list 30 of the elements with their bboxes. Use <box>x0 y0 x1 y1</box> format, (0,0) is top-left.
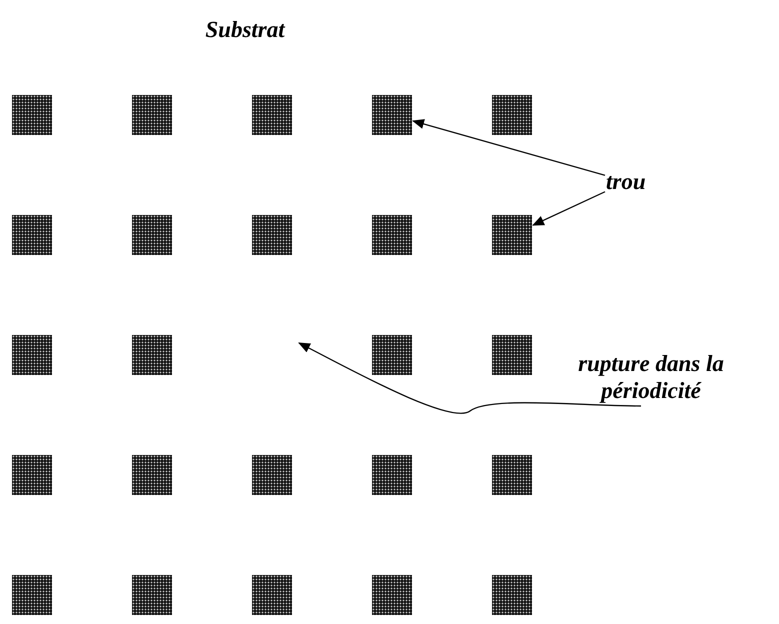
square-hole <box>492 575 532 615</box>
leader-line <box>412 119 606 176</box>
square-hole <box>492 215 532 255</box>
square-hole <box>132 215 172 255</box>
square-hole <box>132 95 172 135</box>
square-hole <box>12 335 52 375</box>
square-hole <box>252 455 292 495</box>
square-hole <box>492 335 532 375</box>
leader-line <box>532 191 606 226</box>
square-hole <box>252 95 292 135</box>
square-hole <box>372 215 412 255</box>
square-hole <box>132 575 172 615</box>
square-hole <box>132 455 172 495</box>
callout-text: rupture dans la périodicité <box>556 350 746 404</box>
square-hole <box>12 215 52 255</box>
callout-text: trou <box>606 168 648 195</box>
square-hole <box>372 455 412 495</box>
square-hole <box>252 215 292 255</box>
substrate-label: Substrat <box>204 16 286 43</box>
square-hole <box>12 455 52 495</box>
square-hole <box>12 575 52 615</box>
square-hole <box>372 575 412 615</box>
arrow <box>298 342 641 414</box>
square-hole <box>132 335 172 375</box>
square-hole <box>372 95 412 135</box>
square-hole <box>252 575 292 615</box>
square-hole <box>372 335 412 375</box>
square-hole <box>492 95 532 135</box>
square-hole <box>492 455 532 495</box>
square-hole <box>12 95 52 135</box>
